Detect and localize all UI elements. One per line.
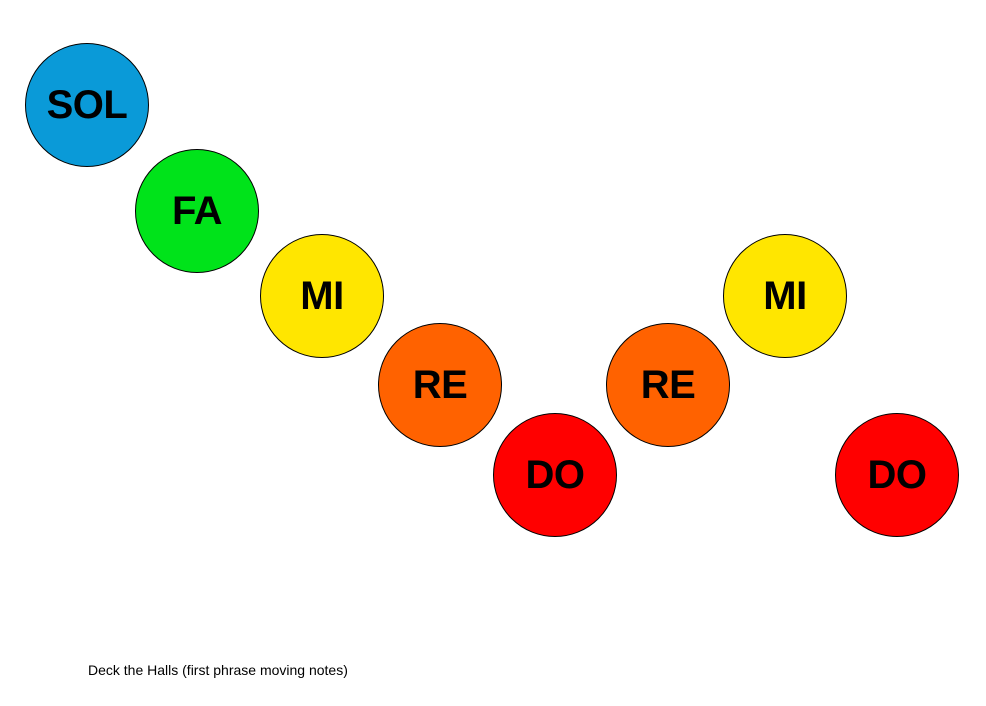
note-label: FA (171, 189, 223, 233)
note-label: DO (525, 453, 586, 497)
note-fa: FA (135, 149, 259, 273)
note-do: DO (835, 413, 959, 537)
note-label: MI (300, 274, 344, 318)
note-mi: MI (260, 234, 384, 358)
note-label: SOL (46, 83, 128, 127)
note-label: RE (412, 363, 468, 407)
caption: Deck the Halls (first phrase moving note… (88, 662, 348, 678)
note-mi: MI (723, 234, 847, 358)
note-sol: SOL (25, 43, 149, 167)
note-re: RE (378, 323, 502, 447)
note-do: DO (493, 413, 617, 537)
note-label: MI (763, 274, 807, 318)
note-label: DO (867, 453, 928, 497)
note-label: RE (640, 363, 696, 407)
note-re: RE (606, 323, 730, 447)
